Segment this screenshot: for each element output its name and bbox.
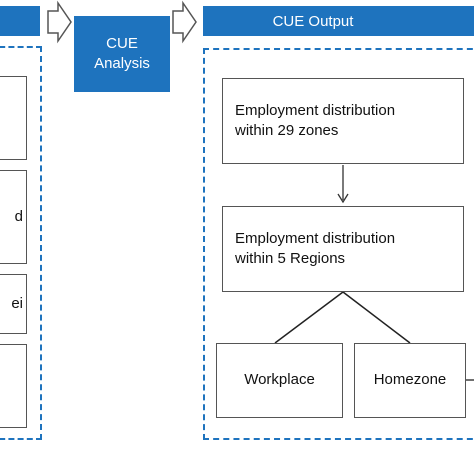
regions-line-2: within 5 Regions [235, 250, 346, 267]
cue-analysis-line-1: CUE [106, 34, 138, 52]
left-box-1 [0, 76, 27, 160]
cue-analysis-box: CUE Analysis [74, 16, 170, 92]
regions-distribution-box: Employment distribution within 5 Regions [222, 206, 464, 292]
left-box-4 [0, 344, 27, 428]
left-panel-dashed-container [0, 46, 42, 440]
cue-output-title: CUE Output [272, 12, 354, 30]
zones-line-2: within 29 zones [235, 122, 339, 139]
cue-output-header: CUE Output [203, 6, 474, 36]
zones-line-1: Employment distribution [235, 101, 396, 119]
flow-arrow-left [47, 0, 72, 44]
flow-arrow-right [172, 0, 197, 44]
cue-analysis-line-2: Analysis [94, 55, 150, 72]
homezone-box: Homezone [354, 343, 466, 418]
workplace-box: Workplace [216, 343, 343, 418]
regions-to-homezone-line [342, 291, 411, 344]
cue-output-dashed-container [203, 48, 474, 440]
regions-line-1: Employment distribution [235, 229, 396, 247]
zones-to-regions-arrowhead [337, 193, 349, 204]
zones-distribution-box: Employment distribution within 29 zones [222, 78, 464, 164]
workplace-label: Workplace [244, 371, 315, 389]
left-box-3: ei [0, 274, 27, 334]
left-panel-header-bar [0, 6, 40, 36]
left-box-2: d [0, 170, 27, 264]
left-box-3-text: ei [11, 294, 23, 312]
regions-to-workplace-line [274, 291, 344, 344]
left-box-2-text: d [14, 207, 23, 225]
homezone-label: Homezone [373, 371, 447, 389]
